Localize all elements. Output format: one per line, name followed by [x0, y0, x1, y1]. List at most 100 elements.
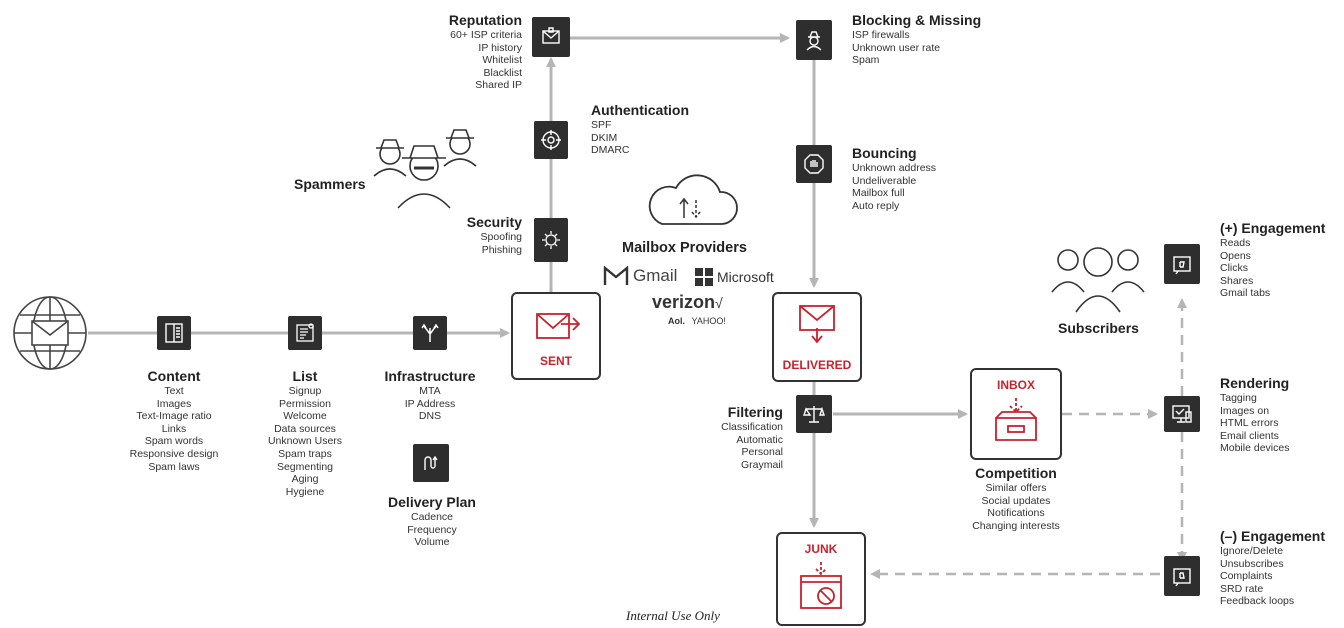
authentication-item: SPF [591, 119, 612, 131]
junk-box: JUNK [776, 532, 866, 626]
content-item: Spam laws [148, 460, 200, 473]
filtering-item: Classification [721, 421, 783, 433]
delivery-plan-item: Frequency [407, 523, 457, 536]
authentication-item: DKIM [591, 131, 618, 144]
content-item: Spam words [144, 435, 204, 448]
bouncing-item: Unknown address [852, 162, 937, 174]
mailbox-providers-title: Mailbox Providers [622, 240, 747, 256]
content-item: Images [156, 397, 192, 410]
sent-box: SENT [511, 292, 601, 380]
microsoft-logo: Microsoft [695, 266, 774, 288]
inbox-tray-icon [995, 398, 1037, 441]
content-block: Content Text Images Text-Image ratio Lin… [104, 368, 244, 473]
content-item: Links [161, 422, 187, 435]
rendering-item: Mobile devices [1220, 442, 1290, 455]
bouncing-icon [796, 145, 832, 183]
bouncing-item: Mailbox full [852, 187, 905, 200]
rendering-item: HTML errors [1220, 417, 1279, 430]
bouncing-title: Bouncing [852, 145, 917, 161]
positive-engagement-item: Opens [1220, 249, 1251, 262]
security-item: Spoofing [480, 231, 522, 243]
inbox-label: INBOX [996, 378, 1035, 392]
competition-title: Competition [975, 465, 1057, 481]
competition-item: Social updates [981, 494, 1051, 507]
microsoft-label: Microsoft [717, 269, 774, 285]
security-title: Security [466, 214, 522, 230]
negative-engagement-item: Unsubscribes [1220, 557, 1284, 570]
positive-engagement-item: Reads [1220, 237, 1251, 249]
rendering-item: Tagging [1220, 392, 1257, 404]
list-item: Hygiene [285, 485, 325, 498]
blocking-item: Unknown user rate [852, 41, 941, 54]
junk-folder-icon [800, 562, 842, 609]
blocking-item: ISP firewalls [852, 29, 910, 41]
security-block: Security Spoofing Phishing [430, 214, 522, 256]
competition-block: Competition Similar offers Social update… [950, 465, 1082, 532]
reputation-item: 60+ ISP criteria [450, 29, 522, 41]
authentication-item: DMARC [591, 144, 630, 157]
positive-engagement-item: Gmail tabs [1220, 287, 1271, 300]
inbox-box: INBOX [970, 368, 1062, 460]
delivery-plan-icon [413, 444, 449, 482]
delivery-plan-block: Delivery Plan Cadence Frequency Volume [370, 494, 494, 549]
positive-engagement-title: (+) Engagement [1220, 220, 1326, 236]
delivery-plan-title: Delivery Plan [388, 494, 476, 510]
security-item: Phishing [481, 243, 522, 256]
junk-label: JUNK [804, 542, 838, 556]
spammers-title: Spammers [294, 176, 366, 192]
negative-engagement-item: SRD rate [1220, 582, 1264, 595]
list-item: Segmenting [276, 460, 334, 473]
competition-item: Similar offers [985, 482, 1047, 494]
blocking-item: Spam [852, 54, 880, 67]
content-item: Responsive design [129, 447, 219, 460]
bouncing-item: Undeliverable [852, 174, 917, 187]
reputation-title: Reputation [448, 12, 522, 28]
delivered-label: DELIVERED [782, 358, 852, 372]
subscribers-icon [1050, 236, 1146, 314]
infrastructure-item: IP Address [404, 397, 456, 410]
negative-engagement-title: (–) Engagement [1220, 528, 1326, 544]
reputation-item: IP history [478, 41, 522, 54]
delivery-plan-item: Volume [414, 536, 450, 549]
gmail-logo: Gmail [603, 264, 677, 288]
filtering-block: Filtering Classification Automatic Perso… [680, 404, 783, 471]
security-icon [534, 218, 568, 262]
list-item: Data sources [274, 422, 336, 435]
negative-engagement-item: Ignore/Delete [1220, 545, 1284, 557]
positive-engagement-icon [1164, 244, 1200, 284]
list-item: Permission [279, 397, 331, 410]
infrastructure-block: Infrastructure MTA IP Address DNS [370, 368, 490, 423]
content-item: Text-Image ratio [136, 410, 212, 423]
filtering-item: Automatic [736, 433, 783, 446]
filtering-icon [796, 395, 832, 433]
authentication-block: Authentication SPF DKIM DMARC [591, 102, 721, 157]
infrastructure-icon [413, 316, 447, 350]
filtering-title: Filtering [727, 404, 783, 420]
rendering-icon [1164, 396, 1200, 432]
reputation-item: Blacklist [483, 66, 522, 79]
yahoo-label: YAHOO! [691, 316, 726, 326]
footer-note: Internal Use Only [626, 608, 720, 623]
negative-engagement-item: Complaints [1220, 570, 1273, 583]
negative-engagement-icon [1164, 556, 1200, 596]
bouncing-item: Auto reply [852, 199, 900, 212]
verizon-label: verizon [652, 292, 716, 312]
sent-envelope-icon [536, 313, 581, 339]
authentication-icon [534, 121, 568, 159]
cloud-icon [640, 166, 740, 236]
delivery-plan-item: Cadence [410, 511, 454, 523]
filtering-item: Personal [741, 446, 783, 459]
filtering-item: Graymail [740, 458, 783, 471]
positive-engagement-item: Clicks [1220, 262, 1248, 275]
gmail-label: Gmail [633, 266, 678, 285]
globe-email-icon [12, 295, 88, 371]
delivered-box: DELIVERED [772, 292, 862, 382]
content-icon [157, 316, 191, 350]
competition-item: Changing interests [972, 519, 1060, 532]
list-item: Welcome [283, 410, 327, 423]
aol-yahoo-logos: Aol. YAHOO! [668, 316, 726, 326]
spammers-icon [368, 118, 480, 210]
list-item: Unknown Users [267, 435, 343, 448]
list-item: Spam traps [278, 447, 332, 460]
competition-item: Notifications [987, 507, 1045, 520]
